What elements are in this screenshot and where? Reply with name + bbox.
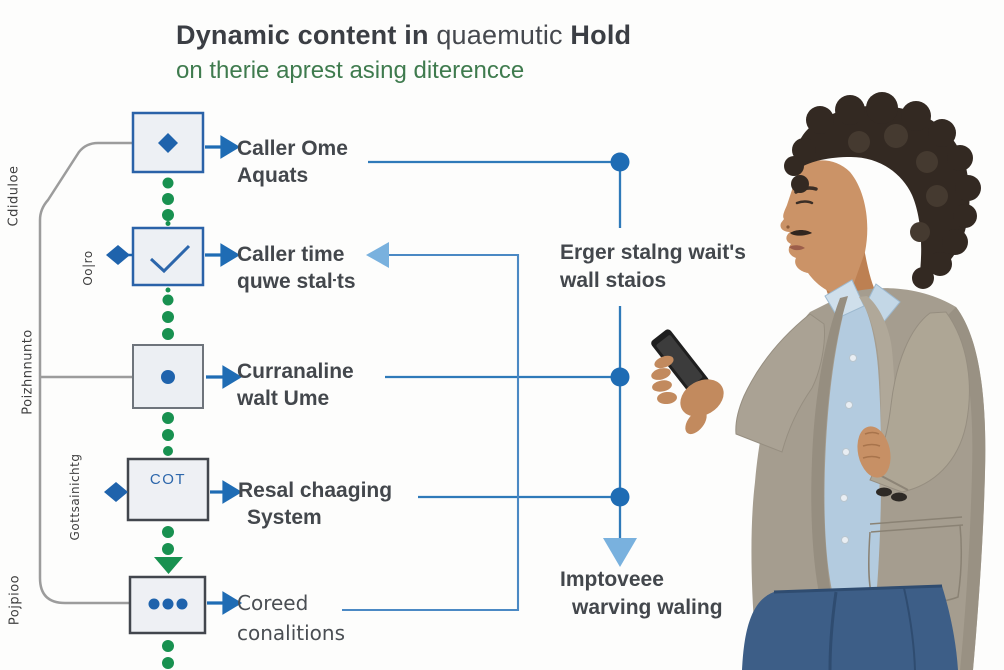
shirt: [824, 296, 882, 600]
side-label-4: Gottsainichtg: [68, 453, 82, 541]
left-diamond-icons: [104, 245, 133, 502]
step-label-4-line2: System: [247, 506, 322, 529]
outcome-note: Imptoveee warving waling: [560, 566, 723, 622]
flow-step-boxes: [126, 111, 210, 635]
step-label-1-line2: Aquats: [237, 164, 309, 187]
diamond-icon: [158, 133, 178, 153]
outcome-line1: Imptoveee: [560, 568, 664, 591]
arm-extended: [735, 313, 825, 453]
smartphone: [651, 329, 709, 395]
step-label-3-line1: Curranaline: [237, 360, 354, 383]
step-label-2-line2: quwe staŀts: [237, 270, 356, 293]
cot-box-text: COT: [150, 471, 186, 488]
connector-junction-dots: [610, 152, 630, 507]
green-arrowhead-icon: [154, 557, 183, 574]
page-title: Dynamic content in quaemutic Hold: [176, 20, 631, 51]
green-dotted-line: [162, 177, 174, 669]
step-label-5: Coreed conalitions: [237, 588, 345, 648]
gray-connector-path: [38, 141, 133, 605]
step-label-3: Curranaline walt Ume: [237, 358, 354, 412]
step-label-5-line2: conalitions: [237, 621, 346, 645]
hair: [784, 92, 981, 289]
queue-status-line1: Erger stalng wait's: [560, 241, 746, 264]
outcome-line2: warving waling: [572, 596, 723, 619]
arm-front: [869, 311, 970, 493]
check-icon: [149, 244, 191, 274]
jeans: [742, 586, 958, 670]
step-box-2: [131, 226, 205, 287]
hand-holding-phone: [651, 355, 724, 435]
step-label-5-line1: Coreed: [237, 591, 309, 615]
arrow-down-icon: [603, 538, 637, 567]
side-label-2: Oo|ro: [81, 250, 95, 286]
step-label-1-line1: Caller Ome: [237, 137, 348, 160]
ellipsis-icon: [148, 598, 188, 610]
side-label-1: Cdiduloe: [6, 165, 22, 227]
step-arrow-icons: [205, 135, 243, 615]
shirt-buttons: [840, 354, 857, 544]
title-part-regular: quaemutic: [428, 20, 571, 50]
step-label-4-line1: Resal chaaging: [238, 479, 393, 502]
person-photo: [651, 92, 986, 670]
title-part-bold-2: Hold: [570, 20, 632, 50]
step-label-4: Resal chaaging System: [238, 477, 392, 531]
step-label-3-line2: walt Ume: [237, 387, 330, 410]
queue-status-note: Erger stalng wait's wall staios: [560, 239, 746, 295]
step-label-2: Caller time quwe staŀts: [237, 241, 356, 295]
step-box-5: [128, 575, 207, 635]
arrow-left-icon: [366, 242, 389, 268]
dot-icon: [161, 370, 175, 384]
step-label-2-line1: Caller time: [237, 243, 345, 266]
side-label-3: Poizhnnunto: [20, 329, 36, 415]
step-label-1: Caller Ome Aquats: [237, 135, 348, 189]
step-box-4: [126, 457, 210, 522]
queue-status-line2: wall staios: [560, 269, 667, 292]
blue-connector-lines: [342, 160, 622, 612]
title-part-bold-1: Dynamic content in: [176, 20, 429, 50]
page-subtitle: on therie aprest asing diterencce: [176, 57, 525, 84]
side-label-5: Pojpioo: [7, 574, 23, 626]
hand-on-lapel: [857, 426, 891, 478]
